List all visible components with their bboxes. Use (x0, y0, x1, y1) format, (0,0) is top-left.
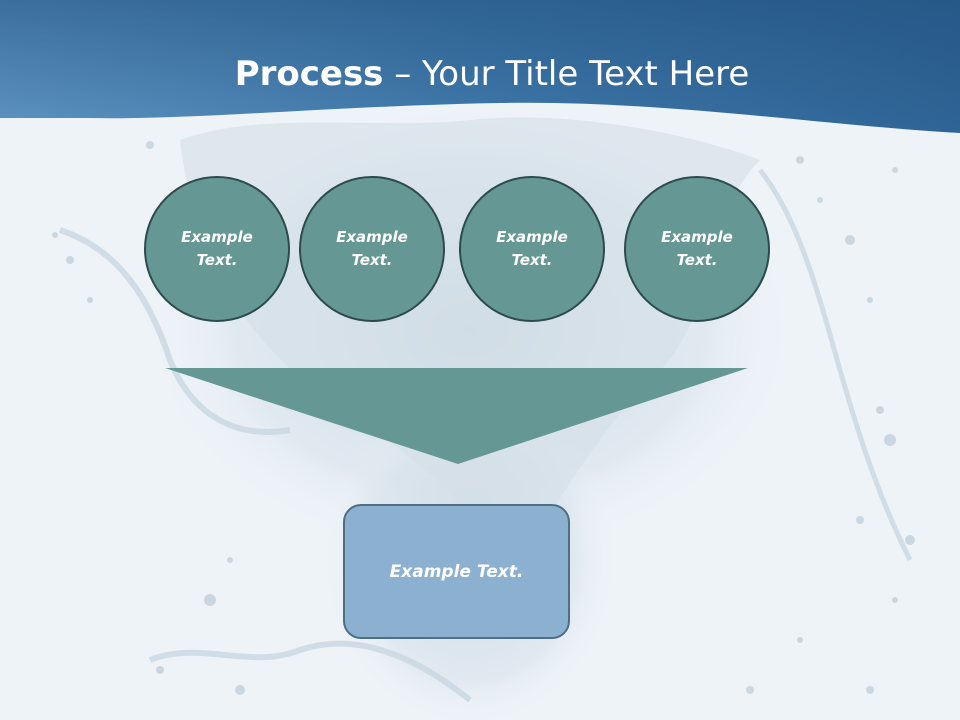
result-box[interactable]: Example Text. (343, 504, 570, 639)
circle-label: Example Text. (336, 228, 408, 269)
process-circle-1[interactable]: Example Text. (144, 176, 290, 322)
process-circle-2[interactable]: Example Text. (299, 176, 445, 322)
slide-title: Process – Your Title Text Here (0, 52, 960, 96)
title-rest: – Your Title Text Here (383, 54, 750, 94)
process-circle-3[interactable]: Example Text. (459, 176, 605, 322)
title-bold: Process (234, 54, 384, 94)
process-circle-4[interactable]: Example Text. (624, 176, 770, 322)
result-box-label: Example Text. (389, 561, 524, 582)
circle-label: Example Text. (181, 228, 253, 269)
circle-label: Example Text. (496, 228, 568, 269)
circle-label: Example Text. (661, 228, 733, 269)
